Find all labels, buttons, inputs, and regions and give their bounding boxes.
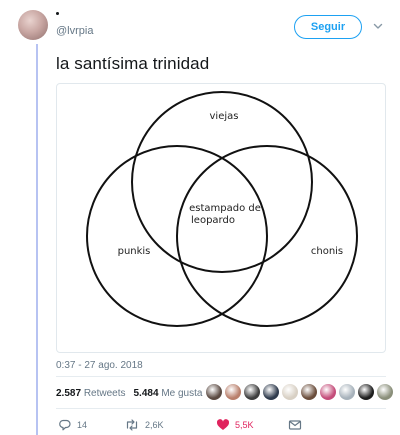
like-button[interactable]: 5,5K — [216, 418, 254, 432]
divider-top — [56, 376, 386, 377]
liker-avatar[interactable] — [244, 384, 260, 400]
venn-label-center-1: estampado de — [189, 203, 261, 214]
venn-label-center-2: leopardo — [191, 215, 235, 226]
venn-label-right: chonis — [311, 246, 343, 257]
heart-icon — [216, 419, 230, 430]
engagement-stats: 2.587 Retweets 5.484 Me gusta — [56, 388, 202, 399]
liker-avatar[interactable] — [339, 384, 355, 400]
liker-avatar[interactable] — [206, 384, 222, 400]
retweets-label: Retweets — [83, 388, 126, 399]
liker-avatars — [206, 384, 393, 400]
retweets-stat[interactable]: 2.587 Retweets — [56, 388, 126, 399]
reply-icon — [59, 419, 71, 431]
divider-bottom — [56, 408, 386, 409]
venn-label-left: punkis — [118, 246, 151, 257]
action-bar: 14 2,6K 5,5K — [56, 418, 386, 434]
like-count: 5,5K — [235, 420, 254, 430]
likes-count: 5.484 — [133, 388, 159, 399]
liker-avatar[interactable] — [263, 384, 279, 400]
retweet-button[interactable]: 2,6K — [124, 418, 164, 432]
venn-circle-right — [176, 145, 358, 327]
venn-circle-left — [86, 145, 268, 327]
retweets-count: 2.587 — [56, 388, 82, 399]
liker-avatar[interactable] — [225, 384, 241, 400]
envelope-icon — [288, 420, 302, 430]
retweet-icon — [126, 419, 138, 431]
liker-avatar[interactable] — [377, 384, 393, 400]
thread-line — [36, 44, 38, 435]
display-name-dot — [56, 12, 59, 15]
user-handle[interactable]: @lvrpia — [56, 25, 94, 37]
tweet-timestamp[interactable]: 0:37 - 27 ago. 2018 — [56, 360, 143, 371]
liker-avatar[interactable] — [301, 384, 317, 400]
likes-label: Me gusta — [161, 388, 203, 399]
dm-button[interactable] — [288, 418, 302, 432]
reply-button[interactable]: 14 — [58, 418, 87, 432]
liker-avatar[interactable] — [358, 384, 374, 400]
retweet-count: 2,6K — [145, 420, 164, 430]
venn-diagram: viejas estampado de leopardo punkis chon… — [86, 91, 358, 327]
follow-button[interactable]: Seguir — [294, 15, 362, 39]
venn-circle-top — [131, 91, 313, 273]
likes-stat[interactable]: 5.484 Me gusta — [134, 388, 203, 399]
venn-label-top: viejas — [210, 111, 239, 122]
tweet-image[interactable]: viejas estampado de leopardo punkis chon… — [56, 83, 386, 353]
tweet-text: la santísima trinidad — [56, 54, 210, 73]
chevron-down-icon[interactable] — [372, 20, 384, 32]
avatar[interactable] — [18, 10, 48, 40]
liker-avatar[interactable] — [320, 384, 336, 400]
liker-avatar[interactable] — [282, 384, 298, 400]
reply-count: 14 — [77, 420, 88, 430]
